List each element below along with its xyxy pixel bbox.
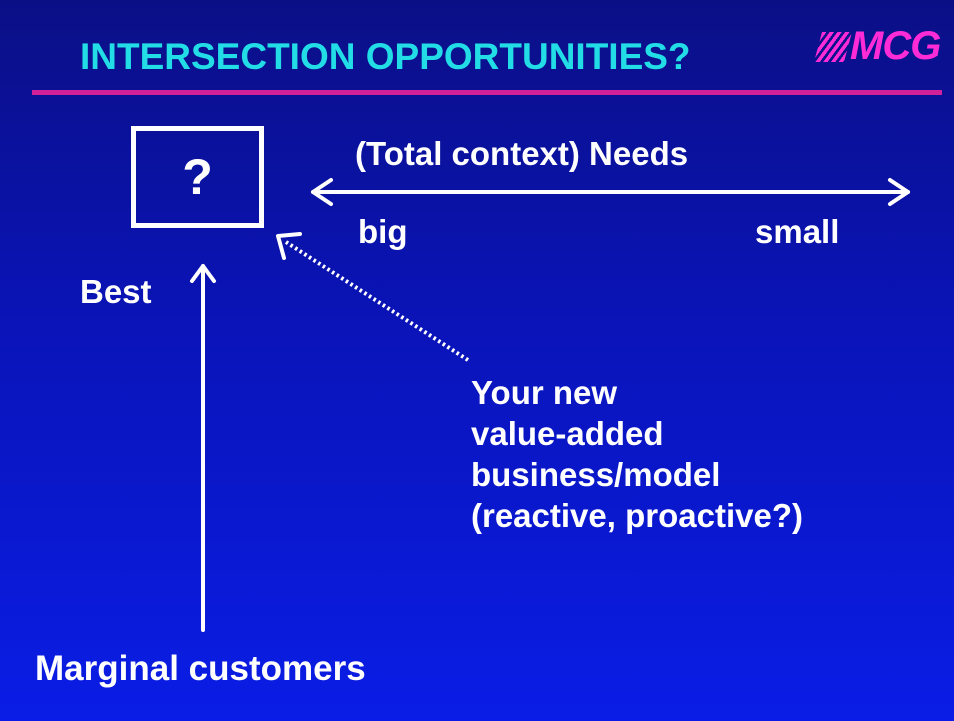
title-divider: [32, 90, 942, 95]
model-line: Your new: [471, 374, 618, 411]
dotted-diagonal-arrow: [276, 232, 470, 362]
vertical-up-arrow: [190, 264, 216, 632]
needs-label: (Total context) Needs: [355, 135, 689, 172]
unknown-box: ?: [131, 126, 264, 228]
model-line: business/model: [471, 456, 721, 493]
best-label: Best: [80, 273, 152, 310]
needs-big-label: big: [358, 213, 408, 250]
mcg-logo: MCG: [813, 24, 941, 69]
unknown-box-label: ?: [182, 149, 213, 205]
logo-text: MCG: [850, 24, 941, 68]
marginal-customers-label: Marginal customers: [35, 649, 366, 688]
model-line: (reactive, proactive?): [471, 497, 803, 534]
slide-title: INTERSECTION OPPORTUNITIES?: [80, 36, 691, 77]
needs-double-arrow: [311, 178, 910, 206]
model-line: value-added: [471, 415, 664, 452]
needs-small-label: small: [755, 213, 840, 250]
new-model-text: Your new value-added business/model (rea…: [471, 372, 803, 536]
